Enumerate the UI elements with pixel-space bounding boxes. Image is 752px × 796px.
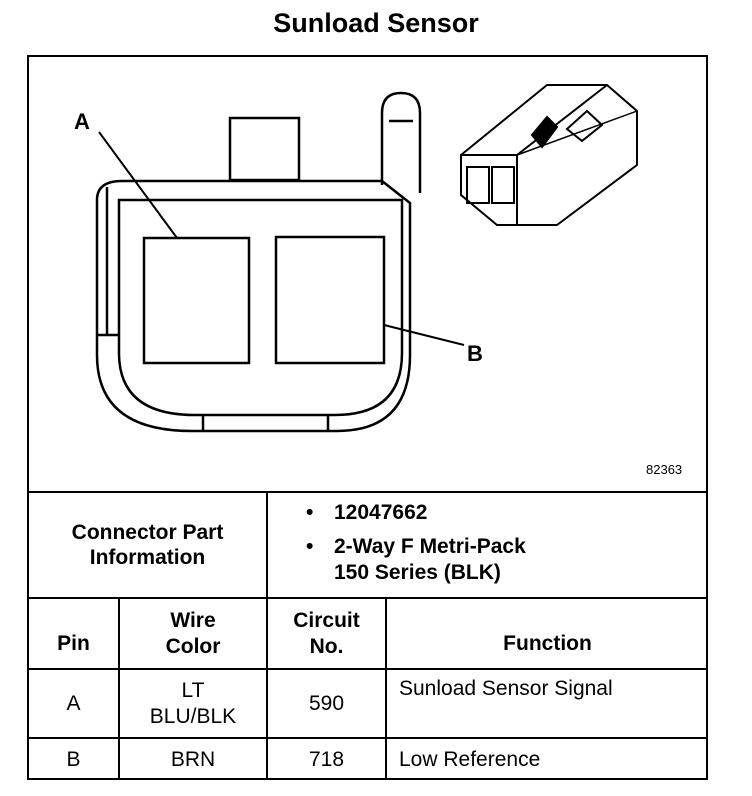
terminal-cavity-b <box>274 235 386 365</box>
leader-line-b <box>383 324 465 346</box>
header-bottom-border <box>27 668 708 670</box>
connector-info-bottom-border <box>27 597 708 599</box>
connector-latch <box>228 116 301 182</box>
connector-diagram: A B <box>74 84 638 433</box>
row-a-bottom-border <box>27 737 708 739</box>
row-b-pin: B <box>66 747 81 771</box>
list-item: •12047662 <box>306 501 428 524</box>
table-top-border <box>27 491 708 493</box>
connector-info-label: Connector Part Information <box>71 520 224 569</box>
row-b-wire-color: BRN <box>170 747 216 771</box>
figure-number: 82363 <box>646 462 683 477</box>
terminal-cavity-a <box>142 236 251 365</box>
connector-info-list: •12047662 •2-Way F Metri-Pack 150 Series… <box>306 500 526 586</box>
row-a-function: Sunload Sensor Signal <box>399 677 613 701</box>
connector-body-inner <box>117 198 404 417</box>
col-divider-info <box>266 491 268 780</box>
connector-key-post <box>380 91 422 193</box>
list-item: 150 Series (BLK) <box>306 560 526 586</box>
pin-label-a: A <box>74 109 90 134</box>
header-function: Function <box>503 632 592 656</box>
pin-label-b: B <box>467 341 483 366</box>
connector-series: 150 Series (BLK) <box>334 561 501 584</box>
connector-description: 2-Way F Metri-Pack <box>334 535 526 558</box>
header-pin: Pin <box>57 632 90 656</box>
col-divider-pin <box>118 597 120 780</box>
leader-line-a <box>98 131 178 239</box>
col-divider-circuit <box>385 597 387 780</box>
row-b-circuit: 718 <box>308 747 345 771</box>
part-number: 12047662 <box>334 501 428 524</box>
row-a-pin: A <box>66 691 81 715</box>
connector-body-outer <box>95 179 412 433</box>
row-b-function: Low Reference <box>399 747 541 771</box>
connector-3d-icon <box>460 84 638 226</box>
diagram-frame <box>27 55 708 780</box>
page-title: Sunload Sensor <box>273 8 479 38</box>
row-a-circuit: 590 <box>308 691 345 715</box>
list-item: •2-Way F Metri-Pack <box>306 535 526 558</box>
